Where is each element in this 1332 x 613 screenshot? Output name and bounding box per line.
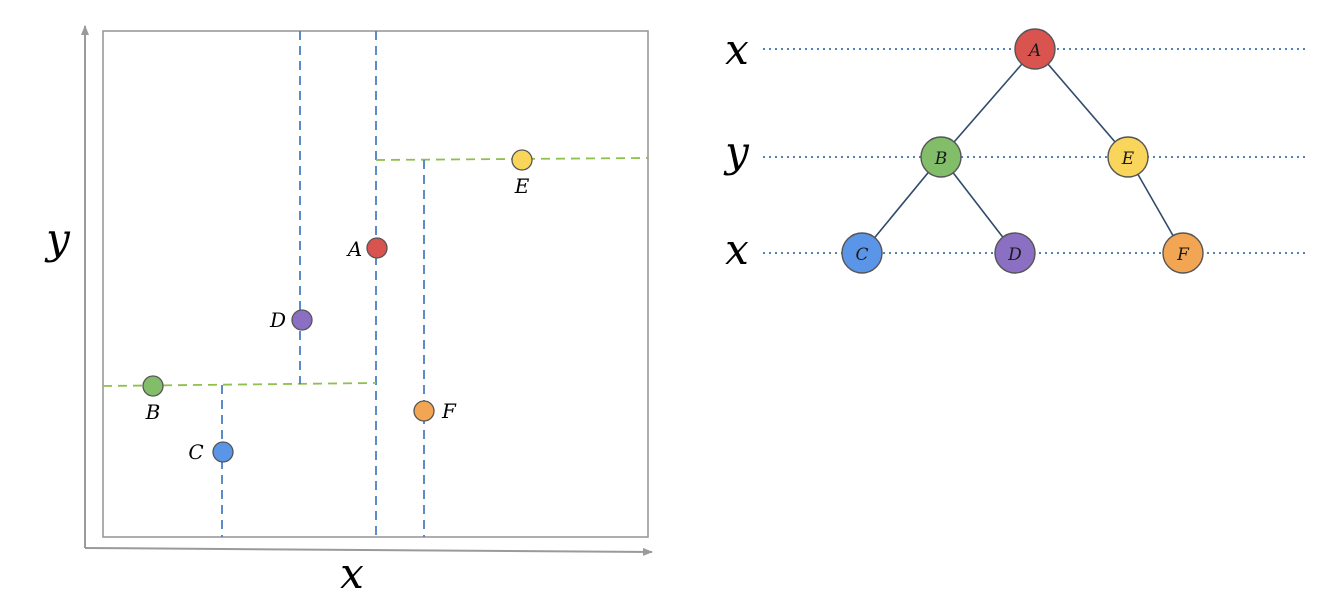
axis-label-y: y (44, 214, 71, 263)
tree-node-label-C: C (855, 245, 868, 265)
tree-node-F (1162, 232, 1204, 274)
x-axis-arrow (84, 547, 653, 556)
point-label-F: F (441, 399, 457, 423)
tree-node-C (841, 232, 883, 274)
tree-node-D (994, 232, 1036, 274)
tree-node-E (1107, 136, 1149, 178)
tree-node-label-D: D (1007, 245, 1022, 265)
point-F (413, 400, 435, 422)
axis-label-x: x (340, 549, 364, 598)
tree-edge-A-B (940, 48, 1036, 158)
level-label-2: x (725, 225, 749, 274)
tree-node-label-E: E (1121, 149, 1135, 169)
point-label-A: A (346, 237, 362, 261)
partition-panel: A B C D E F x y (44, 25, 653, 598)
tree-node-label-A: A (1027, 41, 1041, 61)
tree-node-B (920, 136, 962, 178)
point-D (291, 309, 313, 331)
point-label-D: D (269, 308, 286, 332)
point-label-E: E (514, 174, 530, 198)
tree-node-label-B: B (934, 149, 948, 169)
point-label-B: B (145, 400, 161, 424)
level-label-0: x (725, 25, 749, 74)
point-label-C: C (188, 440, 203, 464)
tree-edge-B-C (861, 156, 942, 254)
tree-node-label-F: F (1176, 245, 1190, 265)
point-A (366, 237, 388, 259)
tree-edge-A-E (1034, 48, 1129, 158)
tree-panel: x y x A B E C D F (723, 25, 1305, 274)
point-B (142, 375, 164, 397)
level-label-1: y (723, 127, 750, 176)
point-E (511, 149, 533, 171)
point-C (212, 441, 234, 463)
tree-node-A (1014, 28, 1056, 70)
